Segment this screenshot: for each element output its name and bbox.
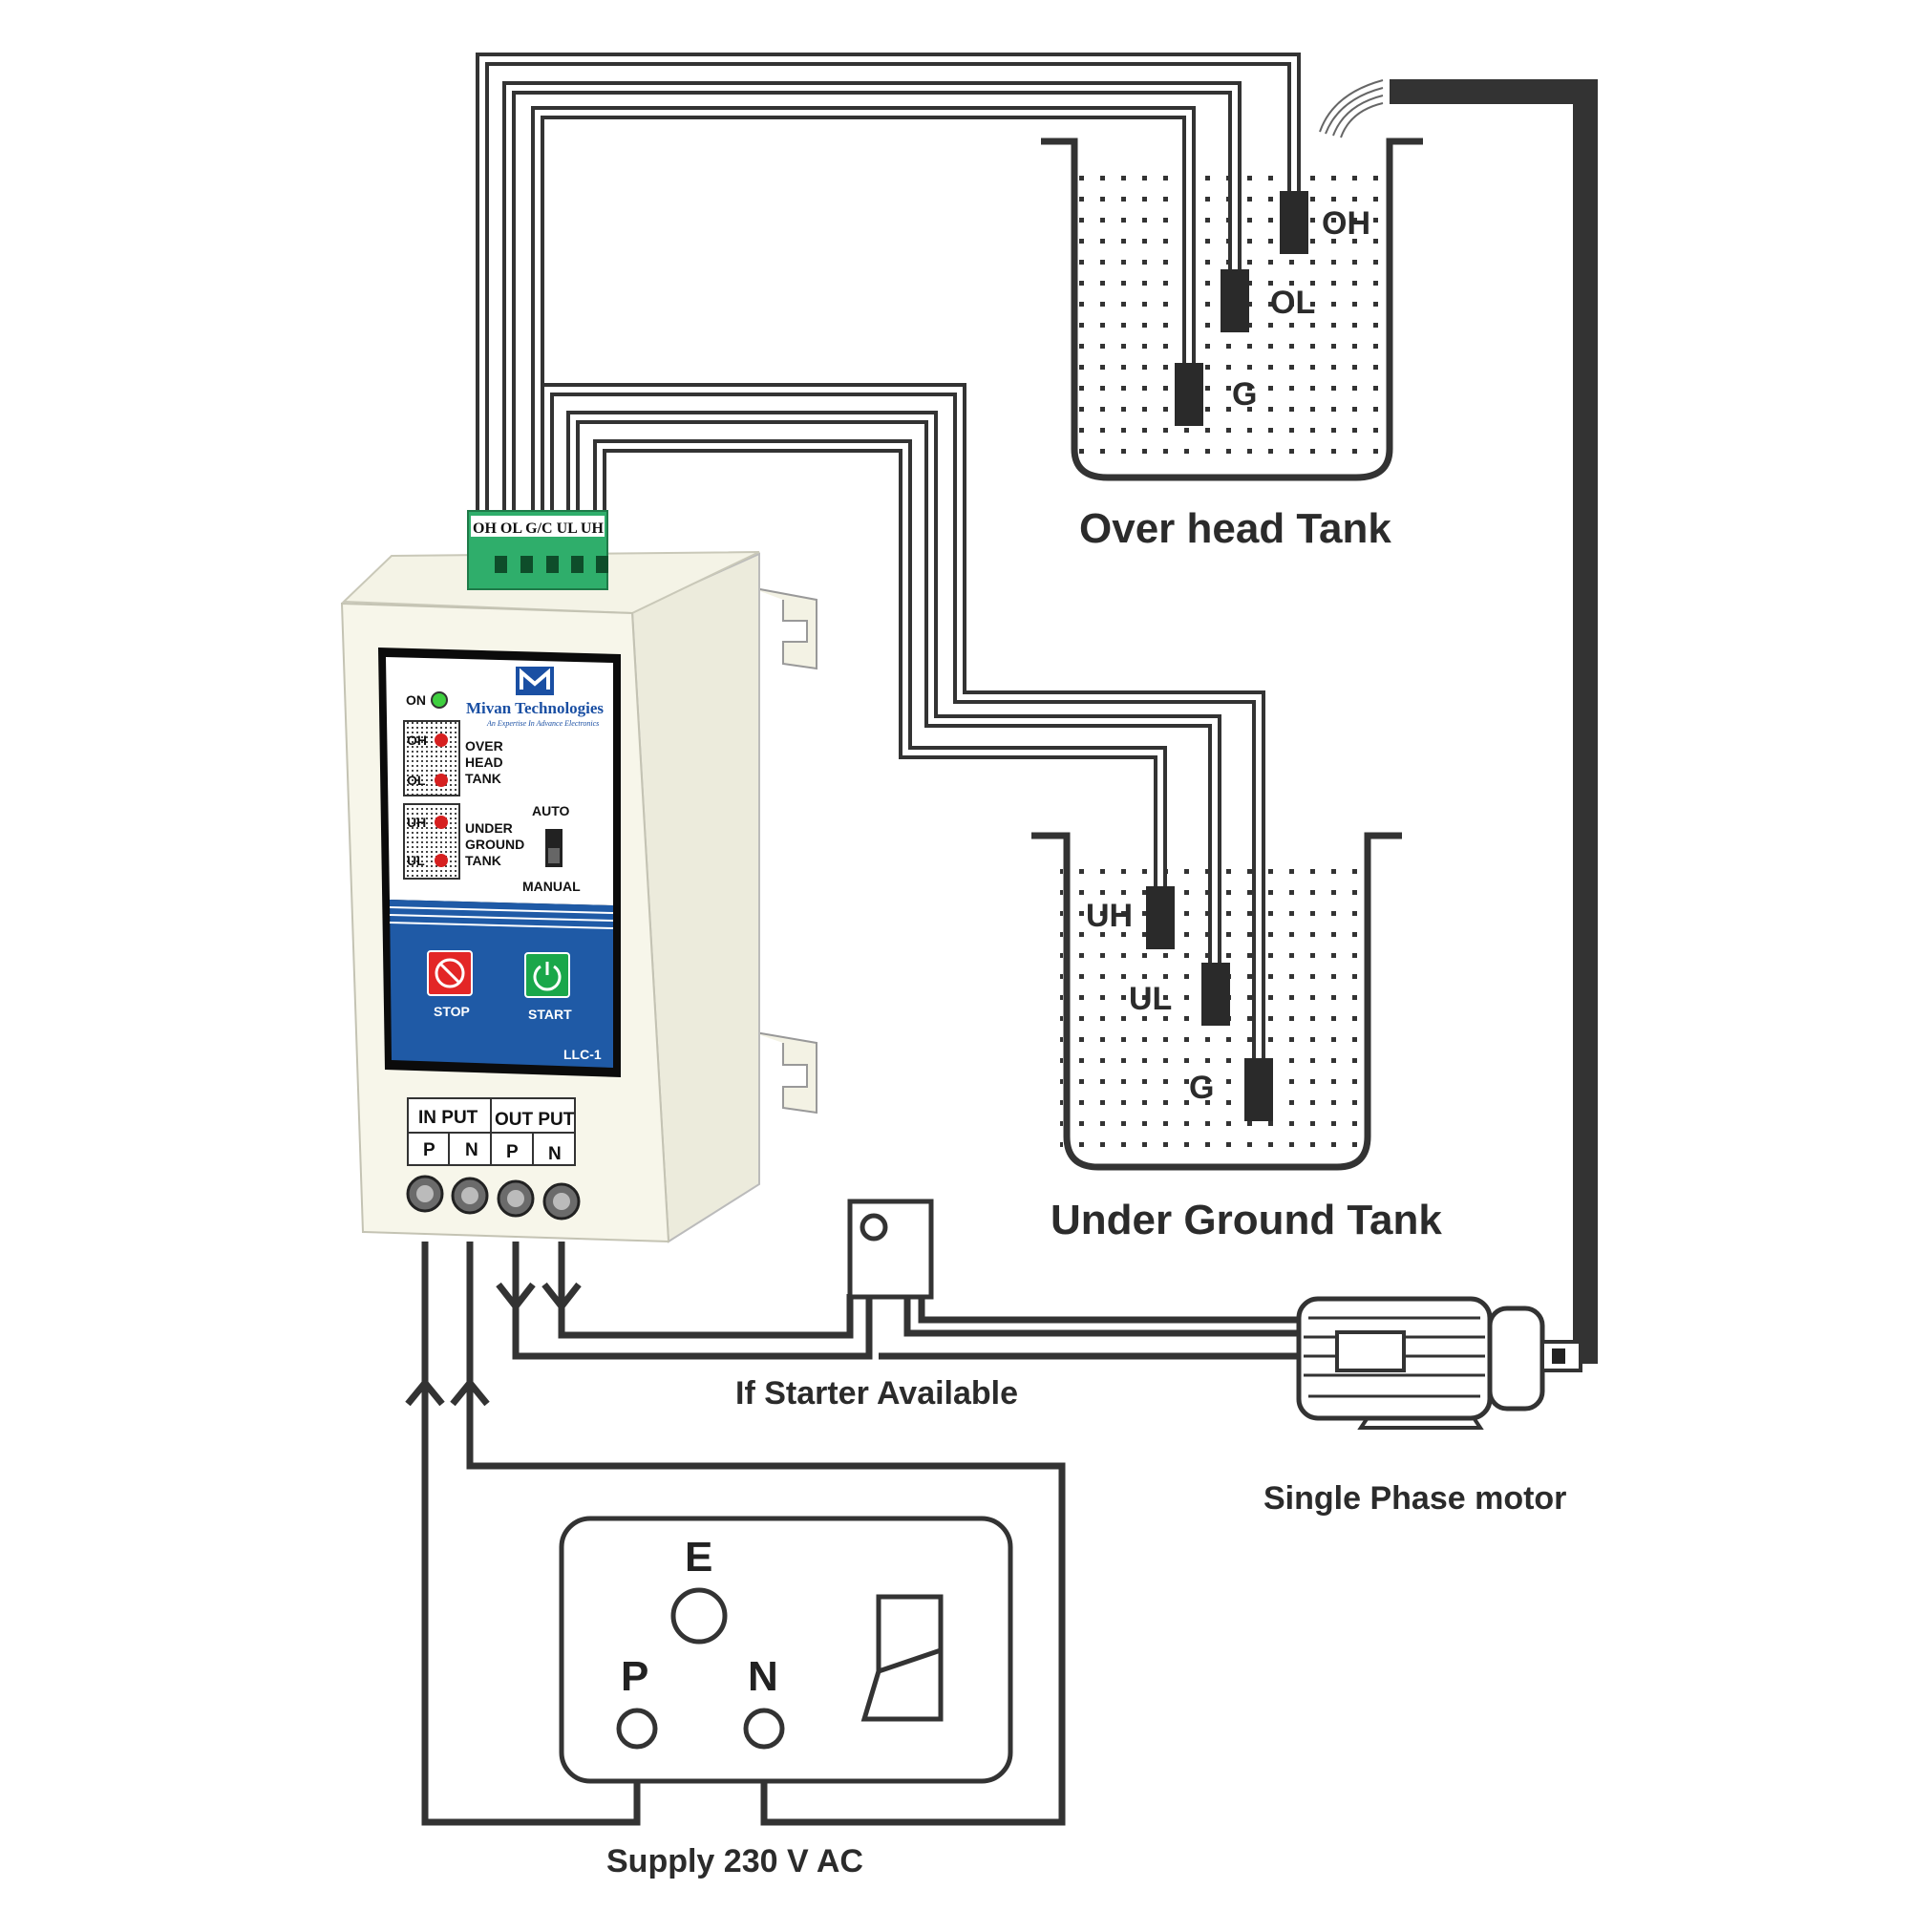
input-header: IN PUT [418,1108,478,1128]
probe-label-ul: UL [1129,981,1172,1017]
supply-label: Supply 230 V AC [606,1843,863,1879]
ul-led [435,854,448,867]
indicator-label-uh: UH [407,815,426,830]
probe-oh [1280,191,1308,254]
underground-text-1: UNDER [465,820,513,836]
socket-neutral [743,1708,785,1750]
socket-earth [670,1587,728,1645]
overhead-text-3: TANK [465,771,501,786]
underground-text-2: GROUND [465,837,524,852]
io-pin-3: P [506,1142,519,1162]
probe-g-ug [1244,1058,1273,1121]
io-pin-4: N [548,1144,562,1164]
brand-name: Mivan Technologies [466,699,604,717]
motor-label: Single Phase motor [1263,1480,1566,1517]
output-header: OUT PUT [495,1110,575,1130]
power-socket: E P N Supply 230 V AC [559,1516,1013,1879]
stop-icon [435,958,465,988]
power-icon [533,965,562,991]
overhead-text-2: HEAD [465,754,503,770]
ol-led [435,774,448,787]
terminal-block: OH OL G/C UL UH [467,510,608,590]
start-label: START [528,1007,572,1022]
probe-g [1175,363,1203,426]
underground-tank-title: Under Ground Tank [1051,1197,1442,1243]
overhead-tank-title: Over head Tank [1079,505,1391,552]
io-terminal-table: IN PUT OUT PUT P N P N [407,1097,576,1166]
probe-label-ol: OL [1270,285,1315,321]
auto-manual-switch[interactable] [545,829,563,867]
controller: OH OL G/C UL UH Mivan Technologies An Ex… [340,510,817,1243]
io-pin-2: N [465,1140,478,1160]
single-phase-motor: Single Phase motor [1263,1296,1582,1517]
brand-logo [516,667,554,695]
overhead-text-1: OVER [465,738,503,754]
io-pin-1: P [423,1140,435,1160]
probe-ol [1221,269,1249,332]
starter: If Starter Available [735,1199,1018,1412]
pump-pipe [1319,79,1598,1364]
probe-ul [1201,963,1230,1026]
socket-phase [616,1708,658,1750]
power-led [431,691,448,709]
uh-led [435,816,448,829]
stop-button[interactable] [427,950,473,996]
starter-label: If Starter Available [735,1375,1018,1412]
probe-label-oh: OH [1322,205,1370,242]
starter-indicator-icon [860,1213,888,1242]
socket-label-neutral: N [748,1653,778,1700]
mode-auto-label: AUTO [532,803,570,818]
probe-label-g: G [1232,376,1257,413]
underground-text-3: TANK [465,853,501,868]
oh-led [435,733,448,747]
start-button[interactable] [524,952,570,998]
on-label: ON [406,692,426,708]
mode-manual-label: MANUAL [522,879,581,894]
probe-uh [1146,886,1175,949]
stop-label: STOP [434,1004,470,1019]
probe-label-uh: UH [1086,898,1133,934]
terminal-labels: OH OL G/C UL UH [473,520,604,537]
probe-wires [476,53,1301,1058]
cable-glands [406,1175,581,1221]
socket-switch[interactable] [860,1594,944,1722]
probe-label-g-ug: G [1189,1070,1214,1106]
output-wires [496,1242,1318,1360]
socket-label-earth: E [685,1534,712,1581]
model-label: LLC-1 [563,1047,602,1062]
brand-tagline: An Expertise In Advance Electronics [486,719,599,728]
indicator-label-oh: OH [407,732,427,748]
front-panel: Mivan Technologies An Expertise In Advan… [378,648,621,1077]
indicator-label-ol: OL [407,773,426,788]
underground-tank: UH UL G Under Ground Tank [1031,832,1442,1243]
indicator-label-ul: UL [407,853,425,868]
socket-label-phase: P [621,1653,648,1700]
